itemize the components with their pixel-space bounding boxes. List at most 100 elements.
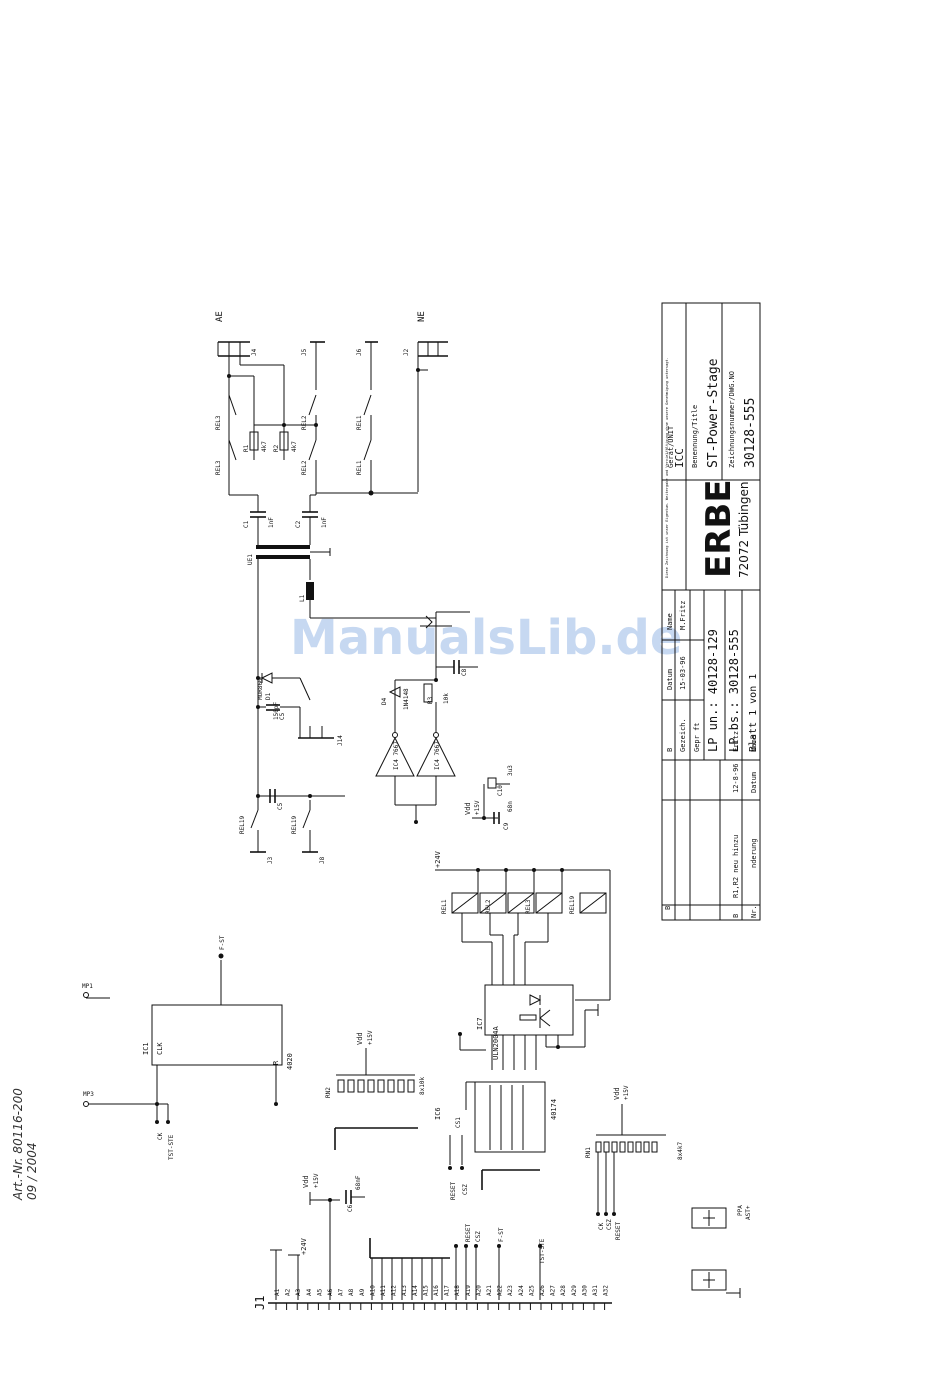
net-csz-ic6: CSZ xyxy=(462,1184,469,1195)
svg-text:10k: 10k xyxy=(443,693,450,704)
connector-j14: J14 xyxy=(298,726,344,746)
title-block: Gerät/UNIT ICC Benennung/Title ST-Power-… xyxy=(661,302,761,921)
relay-contact-rel1-a: REL1 xyxy=(356,394,372,430)
relay-contact-rel3-b: REL3 xyxy=(215,439,237,475)
svg-text:R3: R3 xyxy=(427,696,434,704)
resistor-network-rn1: Vdd +15V RN1 8x4k7 CK CSZ RESET xyxy=(585,1085,684,1240)
svg-text:REL2: REL2 xyxy=(301,415,308,430)
drawing-no: 30128-555 xyxy=(743,398,758,468)
j1-pin-label: A21 xyxy=(486,1285,493,1296)
mosfet-output xyxy=(420,612,452,640)
rev-entry-date: 12-8-96 xyxy=(732,763,740,793)
net-reset-j1: RESET xyxy=(465,1224,472,1242)
relay-contact-rel2-a: REL2 xyxy=(301,394,317,430)
svg-text:3u3: 3u3 xyxy=(507,765,514,776)
relay-coil-rel1: REL1 xyxy=(441,892,479,914)
net-ck-rn1: CK xyxy=(598,1222,605,1230)
connector-j8: J8 xyxy=(302,851,326,864)
capacitor-c9: C9 68n xyxy=(493,801,514,830)
relay-coil-spare xyxy=(579,892,607,914)
svg-text:1nF: 1nF xyxy=(321,517,328,528)
svg-text:MUR860: MUR860 xyxy=(257,678,264,700)
svg-text:IC7: IC7 xyxy=(476,1017,484,1030)
resistor-r2: R2 4k7 xyxy=(273,431,298,452)
svg-text:REL19: REL19 xyxy=(569,896,576,914)
svg-text:68nF: 68nF xyxy=(355,1175,362,1190)
svg-text:C5: C5 xyxy=(277,802,284,810)
svg-text:C6: C6 xyxy=(347,1204,354,1212)
col-b: B xyxy=(666,748,674,752)
j1-pin-label: A14 xyxy=(412,1285,419,1296)
title-label: Benennung/Title xyxy=(691,405,699,468)
article-number: Art.-Nr. 80116-200 09 / 2004 xyxy=(11,1088,39,1201)
svg-text:MP3: MP3 xyxy=(83,1091,94,1098)
svg-text:8x10k: 8x10k xyxy=(419,1077,426,1095)
relay-contact-rel2-b: REL2 xyxy=(301,439,317,475)
j1-pin-label: A8 xyxy=(348,1288,355,1296)
drawn-date: 15-03-96 xyxy=(679,656,687,690)
svg-text:4020: 4020 xyxy=(286,1053,294,1070)
net-reset-rn1: RESET xyxy=(615,1222,622,1240)
j1-pin-label: A15 xyxy=(422,1285,429,1296)
j1-pin-label: A28 xyxy=(560,1285,567,1296)
j1-pin-label: A25 xyxy=(528,1285,535,1296)
ic1-counter: IC1 CLK R 4020 F-ST xyxy=(142,935,294,1102)
capacitor-c2: C2 1nF xyxy=(295,511,328,528)
connector-j4: J4 xyxy=(217,341,258,357)
svg-text:Vdd: Vdd xyxy=(464,802,472,815)
transformer-ue1: UE1 xyxy=(247,545,331,565)
relay-contact-rel1-b: REL1 xyxy=(356,439,372,475)
resistor-network-rn2: Vdd +15V RN2 8x10k xyxy=(325,1030,426,1150)
svg-text:+15V: +15V xyxy=(474,800,481,815)
svg-text:Art.-Nr. 80116-200: Art.-Nr. 80116-200 xyxy=(11,1088,25,1201)
svg-text:Vdd: Vdd xyxy=(356,1032,364,1045)
svg-text:C5: C5 xyxy=(279,712,286,720)
svg-text:REL1: REL1 xyxy=(356,415,363,430)
j1-pin-label: A13 xyxy=(401,1285,408,1296)
svg-text:J2: J2 xyxy=(403,348,410,356)
lp-bs: LP bs.: 30128-555 xyxy=(727,629,741,752)
j1-pin-label: A1 xyxy=(274,1288,281,1296)
connector-j3: J3 xyxy=(250,851,274,864)
connector-j2: J2 xyxy=(403,341,448,357)
svg-text:J8: J8 xyxy=(319,856,326,864)
svg-text:J5: J5 xyxy=(301,348,308,356)
ic6-latch: IC6 40174 CS1 RESET CSZ xyxy=(434,1081,558,1200)
svg-text:J14: J14 xyxy=(337,735,344,746)
svg-text:J3: J3 xyxy=(267,856,274,864)
col-datum: Datum xyxy=(666,669,674,690)
j1-pin-label: A2 xyxy=(285,1288,292,1296)
svg-text:PPA: PPA xyxy=(737,1205,744,1216)
rev-entry: R1,R2 neu hinzu xyxy=(732,835,740,898)
svg-text:150pF: 150pF xyxy=(273,702,280,720)
net-csz-j1: CSZ xyxy=(475,1231,482,1242)
relay-coil-rel3: REL3 xyxy=(507,892,535,914)
checked-label: Gepr ft xyxy=(693,722,701,752)
net-tst: TST-STE xyxy=(168,1134,175,1160)
svg-text:REL3: REL3 xyxy=(215,415,222,430)
net-csz-rn1: CSZ xyxy=(606,1219,613,1230)
svg-text:J1: J1 xyxy=(253,1296,267,1310)
svg-text:C2: C2 xyxy=(295,520,302,528)
watermark: ManualsLib.de xyxy=(290,610,682,666)
company-location: 72072 Tübingen xyxy=(737,482,751,578)
svg-text:4k7: 4k7 xyxy=(291,441,298,452)
j1-pin-label: A32 xyxy=(603,1285,610,1296)
svg-text:REL19: REL19 xyxy=(239,816,246,834)
svg-text:+15V: +15V xyxy=(623,1085,630,1100)
drawn-label: Gezeich. xyxy=(679,718,687,752)
svg-text:8x4k7: 8x4k7 xyxy=(677,1142,684,1160)
j1-pin-label: A26 xyxy=(539,1285,546,1296)
drawing-title: ST-Power-Stage xyxy=(706,358,721,468)
svg-text:IC4 7667: IC4 7667 xyxy=(434,741,441,770)
svg-text:CLK: CLK xyxy=(156,1042,164,1055)
output-section: AE NE J4 J5 J6 J2 xyxy=(215,311,514,864)
svg-text:REL3: REL3 xyxy=(215,460,222,475)
svg-text:AST+: AST+ xyxy=(745,1205,752,1220)
resistor-r1: R1 4k7 xyxy=(243,431,268,452)
capacitor-c5: 150pF C5 xyxy=(266,702,286,720)
resistor-r3: R3 10k xyxy=(423,683,450,704)
svg-text:J4: J4 xyxy=(251,348,258,356)
